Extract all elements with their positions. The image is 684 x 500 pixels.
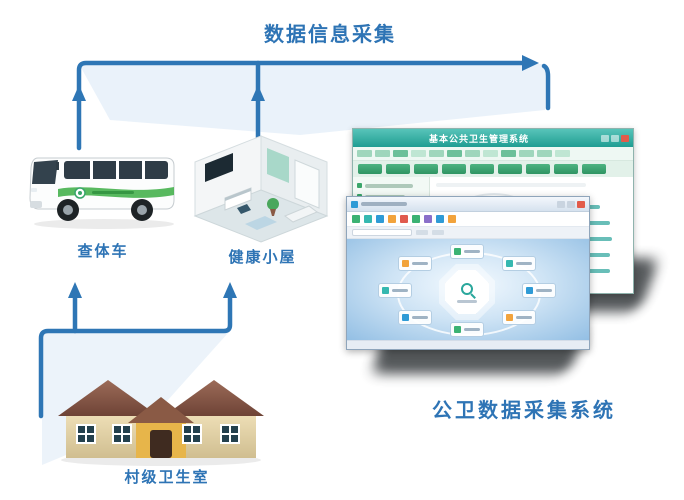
health-cabin-illustration [185,128,337,250]
toolbar-icon[interactable] [364,215,372,223]
menu-chip[interactable] [519,150,534,157]
hub-diagram [347,239,589,340]
app-icon [351,200,358,208]
hub-node[interactable] [502,256,536,271]
front-window-statusbar [347,340,589,349]
toolbar-icon[interactable] [412,215,420,223]
arrowhead-up-van-icon [72,85,86,101]
maximize-icon[interactable] [611,134,619,142]
menu-button[interactable] [442,164,466,174]
toolbar-icon[interactable] [376,215,384,223]
maximize-icon[interactable] [567,200,575,208]
menu-chip[interactable] [429,150,444,157]
exam-van-illustration [28,146,178,238]
toolbar-icon[interactable] [388,215,396,223]
menu-button[interactable] [498,164,522,174]
hub-center[interactable] [445,270,489,314]
menu-button[interactable] [526,164,550,174]
menu-chip[interactable] [465,150,480,157]
cabin-label: 健康小屋 [228,248,297,266]
toolbar-block[interactable] [432,230,444,235]
arrow-into-system [541,63,551,111]
front-window-toolbar [347,212,589,227]
menu-chip[interactable] [537,150,552,157]
village-clinic-illustration [56,368,266,470]
arrowhead-up-cabin-icon [251,85,265,101]
menu-chip[interactable] [447,150,462,157]
menu-chip[interactable] [483,150,498,157]
back-window-menubar [353,147,633,161]
hub-node[interactable] [450,322,484,337]
menu-button[interactable] [582,164,606,174]
toolbar-icon[interactable] [352,215,360,223]
back-window-buttonrow [353,161,633,177]
menu-button[interactable] [470,164,494,174]
address-field[interactable] [352,229,412,236]
hub-node[interactable] [398,310,432,325]
arrow-van-to-system [76,60,525,151]
menu-button[interactable] [386,164,410,174]
hub-node[interactable] [398,256,432,271]
arrowhead-up-right-icon [223,282,237,298]
minimize-icon[interactable] [601,134,609,142]
toolbar-icon[interactable] [448,215,456,223]
diagram-title: 数据信息采集 [264,22,396,46]
sidebar-item[interactable] [353,180,429,191]
front-window-addressbar [347,227,589,239]
magnifier-icon [460,282,475,297]
menu-chip[interactable] [393,150,408,157]
menu-chip[interactable] [555,150,570,157]
close-icon[interactable] [621,134,629,142]
menu-chip[interactable] [375,150,390,157]
hub-node[interactable] [502,310,536,325]
menu-button[interactable] [414,164,438,174]
back-window-titlebar: 基本公共卫生管理系统 [353,129,633,147]
back-window-title: 基本公共卫生管理系统 [428,134,529,145]
menu-chip[interactable] [357,150,372,157]
van-label: 查体车 [77,242,129,260]
toolbar-block[interactable] [416,230,428,235]
minimize-icon[interactable] [557,200,565,208]
arrowhead-right-icon [522,55,539,71]
background-wash-top [79,64,545,135]
front-window-title [361,202,407,206]
clinic-label: 村级卫生室 [124,468,210,486]
close-icon[interactable] [577,200,585,208]
hub-node[interactable] [450,244,484,259]
arrowhead-up-left-icon [68,282,82,298]
hub-node[interactable] [522,283,556,298]
toolbar-icon[interactable] [436,215,444,223]
toolbar-icon[interactable] [400,215,408,223]
data-collection-window [346,196,590,350]
menu-chip[interactable] [501,150,516,157]
hub-node[interactable] [378,283,412,298]
menu-chip[interactable] [411,150,426,157]
arrow-clinic-to-cabin [38,293,233,419]
toolbar-icon[interactable] [424,215,432,223]
system-label: 公卫数据采集系统 [432,398,616,422]
menu-button[interactable] [554,164,578,174]
menu-button[interactable] [358,164,382,174]
front-window-titlebar [347,197,589,212]
